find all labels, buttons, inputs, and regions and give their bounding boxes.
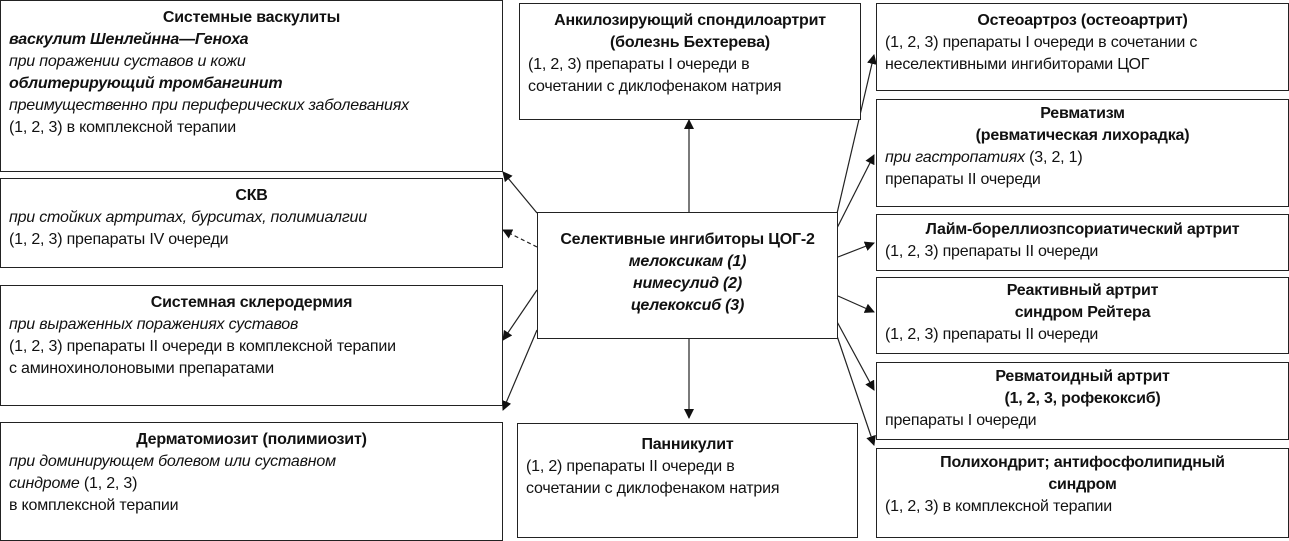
polychondritis-title2: синдром [1048, 476, 1117, 493]
lyme-box: Лайм-бореллиозпсориатический артрит (1, … [876, 214, 1289, 271]
scleroderma-box: Системная склеродермия при выраженных по… [0, 285, 503, 406]
ra-usage: препараты I очереди [885, 412, 1037, 429]
panniculitis-box: Панникулит (1, 2) препараты II очереди в… [517, 423, 858, 538]
center-box: Селективные ингибиторы ЦОГ-2 мелоксикам … [537, 212, 838, 339]
lyme-title: Лайм-бореллиозпсориатический артрит [925, 221, 1240, 238]
rheumatism-condition-line: при гастропатиях (3, 2, 1) [885, 147, 1280, 169]
center-drug-celecoxib: целекоксиб (3) [630, 297, 745, 314]
arrow-to-scleroderma [502, 289, 538, 341]
vasculitis-usage: (1, 2, 3) в комплексной терапии [9, 119, 236, 136]
ankylosing-usage2: сочетании с диклофенаком натрия [528, 78, 782, 95]
lyme-usage: (1, 2, 3) препараты II очереди [885, 243, 1099, 260]
rheumatism-title2: (ревматическая лихорадка) [975, 127, 1190, 144]
dermatomyositis-usage: в комплексной терапии [9, 497, 179, 514]
ankylosing-usage1: (1, 2, 3) препараты I очереди в [528, 56, 750, 73]
scleroderma-condition: при выраженных поражениях суставов [9, 316, 299, 333]
dermatomyositis-condition1: при доминирующем болевом или суставном [9, 453, 336, 470]
skv-condition: при стойких артритах, бурситах, полимиал… [9, 209, 367, 226]
polychondritis-box: Полихондрит; антифосфолипидный синдром (… [876, 448, 1289, 538]
vasculitis-item2-note: преимущественно при периферических забол… [9, 97, 409, 114]
polychondritis-title1: Полихондрит; антифосфолипидный [940, 454, 1225, 471]
dermatomyositis-condition2-line: синдроме (1, 2, 3) [9, 473, 494, 495]
osteoarthritis-usage1: (1, 2, 3) препараты I очереди в сочетани… [885, 34, 1198, 51]
rheumatism-box: Ревматизм (ревматическая лихорадка) при … [876, 99, 1289, 207]
ra-box: Ревматоидный артрит (1, 2, 3, рофекоксиб… [876, 362, 1289, 440]
polychondritis-usage: (1, 2, 3) в комплексной терапии [885, 498, 1112, 515]
ankylosing-title2: (болезнь Бехтерева) [610, 34, 770, 51]
ra-title1: Ревматоидный артрит [995, 368, 1170, 385]
vasculitis-item2: облитерирующий тромбангинит [9, 75, 283, 92]
skv-title: СКВ [235, 187, 268, 204]
center-drug-meloxicam: мелоксикам (1) [628, 253, 747, 270]
arrow-to-dermatomyositis [501, 329, 538, 411]
osteoarthritis-title: Остеоартроз (остеоартрит) [977, 12, 1188, 29]
panniculitis-title: Панникулит [641, 436, 734, 453]
arrow-to-lyme [837, 241, 875, 258]
reactive-usage: (1, 2, 3) препараты II очереди [885, 326, 1099, 343]
osteoarthritis-usage2: неселективными ингибиторами ЦОГ [885, 56, 1150, 73]
reactive-title2: синдром Рейтера [1014, 304, 1151, 321]
skv-usage: (1, 2, 3) препараты IV очереди [9, 231, 229, 248]
reactive-title1: Реактивный артрит [1006, 282, 1159, 299]
arrow-to-reactive [837, 295, 875, 313]
scleroderma-title: Системная склеродермия [150, 294, 353, 311]
vasculitis-title: Системные васкулиты [162, 9, 341, 26]
dermatomyositis-title: Дерматомиозит (полимиозит) [136, 431, 367, 448]
dermatomyositis-drugs: (1, 2, 3) [79, 475, 138, 492]
center-drug-nimesulide: нимесулид (2) [633, 275, 742, 292]
rheumatism-usage: препараты II очереди [885, 171, 1041, 188]
ra-title2: (1, 2, 3, рофекоксиб) [1004, 390, 1161, 407]
dermatomyositis-condition2: синдроме [9, 475, 80, 492]
arrow-to-rheumatism [834, 154, 875, 233]
scleroderma-usage2: с аминохинолоновыми препаратами [9, 360, 274, 377]
rheumatism-title1: Ревматизм [1040, 105, 1125, 122]
vasculitis-item1-note: при поражении суставов и кожи [9, 53, 246, 70]
osteoarthritis-box: Остеоартроз (остеоартрит) (1, 2, 3) преп… [876, 3, 1289, 91]
rheumatism-drugs: (3, 2, 1) [1024, 149, 1083, 166]
rheumatism-condition: при гастропатиях [885, 149, 1025, 166]
scleroderma-usage1: (1, 2, 3) препараты II очереди в комплек… [9, 338, 396, 355]
panniculitis-usage2: сочетании с диклофенаком натрия [526, 480, 780, 497]
vasculitis-box: Системные васкулиты васкулит Шенлейнна—Г… [0, 0, 503, 172]
center-title: Селективные ингибиторы ЦОГ-2 [560, 231, 815, 248]
arrow-to-vasculitis [502, 171, 538, 214]
ankylosing-box: Анкилозирующий спондилоартрит (болезнь Б… [519, 3, 861, 120]
arrow-to-skv [502, 229, 538, 248]
reactive-box: Реактивный артрит синдром Рейтера (1, 2,… [876, 277, 1289, 354]
panniculitis-usage1: (1, 2) препараты II очереди в [526, 458, 735, 475]
vasculitis-item1: васкулит Шенлейнна—Геноха [9, 31, 249, 48]
arrow-to-ra [834, 317, 875, 391]
ankylosing-title1: Анкилозирующий спондилоартрит [554, 12, 826, 29]
skv-box: СКВ при стойких артритах, бурситах, поли… [0, 178, 503, 268]
dermatomyositis-box: Дерматомиозит (полимиозит) при доминирую… [0, 422, 503, 541]
